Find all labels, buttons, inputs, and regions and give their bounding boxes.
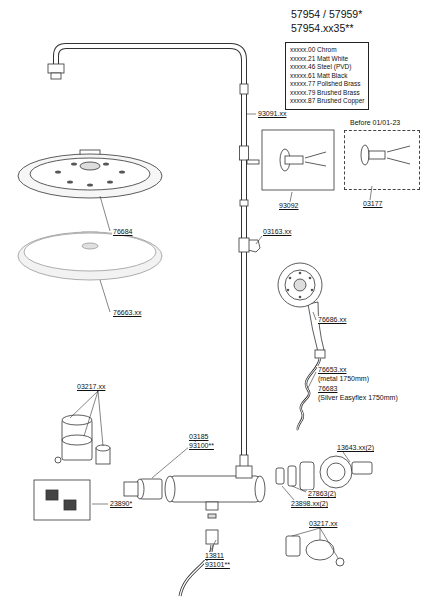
date-note: Before 01/01-23 [349, 119, 401, 127]
part-number: 76683 [317, 385, 338, 393]
part-number: 93101** [204, 561, 231, 569]
part-number: 27863(2) [307, 490, 337, 498]
part-number: 76684 [112, 228, 133, 236]
part-number: 23890* [109, 500, 133, 508]
part-number: (metal 1750mm) [317, 375, 370, 383]
part-number: 03185 [188, 433, 209, 441]
part-number: 93100** [188, 442, 215, 450]
part-number: 76663.xx [112, 309, 142, 317]
part-number: (Silver Easyflex 1750mm) [317, 394, 399, 402]
part-number: 13811 [204, 552, 225, 560]
part-number: 03217.xx [308, 520, 338, 528]
part-number: 76653.xx [317, 366, 347, 374]
finish-code: xxxxx.00 Chrom [290, 46, 364, 55]
legacy-parts-box: Before 01/01-23 [344, 130, 420, 190]
part-number: 76686.xx [317, 316, 347, 324]
part-number: 03163.xx [262, 228, 292, 236]
finish-code: xxxxx.79 Brushed Brass [290, 89, 364, 98]
part-number: 93092 [278, 202, 299, 210]
finish-code: xxxxx.61 Matt Black [290, 72, 364, 81]
part-number: 93091.xx [257, 110, 287, 118]
finish-table: xxxxx.00 Chromxxxxx.21 Matt Whitexxxxx.4… [285, 42, 369, 110]
finish-code: xxxxx.46 Steel (PVD) [290, 63, 364, 72]
part-number: 03177 [362, 200, 383, 208]
model-number: 57954.xx35** [290, 22, 354, 34]
part-number: 13643.xx(2) [336, 444, 375, 452]
model-number: 57954 / 57959* [290, 8, 363, 20]
finish-code: xxxxx.77 Polished Brass [290, 80, 364, 89]
part-number: 03217.xx [76, 383, 106, 391]
finish-code: xxxxx.87 Brushed Copper [290, 97, 364, 106]
finish-code: xxxxx.21 Matt White [290, 55, 364, 64]
part-number: 23898.xx(2) [290, 500, 329, 508]
